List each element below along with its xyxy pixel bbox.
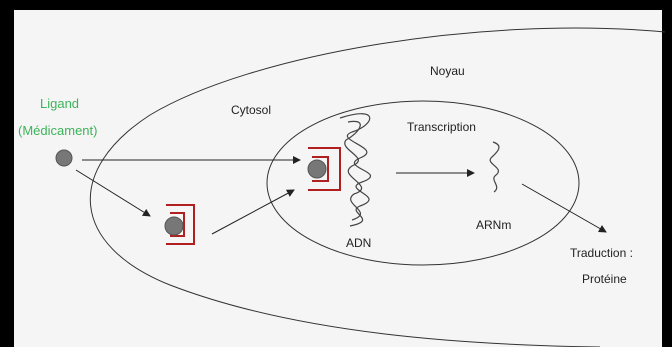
nucleus-receptor-complex — [307, 147, 341, 191]
ligand-ball — [55, 149, 73, 167]
cell-membrane — [89, 27, 666, 347]
arrow-translation — [521, 183, 607, 233]
proteine-label: Protéine — [582, 272, 627, 286]
arnm-label: ARNm — [476, 218, 512, 232]
noyau-label: Noyau — [430, 64, 465, 78]
transcription-label: Transcription — [407, 120, 476, 134]
adn-label: ADN — [346, 236, 372, 250]
nucleus — [266, 100, 580, 266]
arrow-cytosol-to-nucleus — [211, 189, 295, 235]
dna-squiggle — [339, 113, 371, 227]
medicament-label: (Médicament) — [18, 123, 98, 138]
ligand-label: Ligand — [40, 96, 80, 111]
cytosol-receptor-complex — [164, 204, 195, 245]
cytosol-label: Cytosol — [231, 103, 272, 117]
traduction-label: Traduction : — [570, 246, 633, 260]
arrow-ligand-to-cytosol-receptor — [75, 169, 151, 217]
mrna-squiggle — [489, 141, 500, 193]
diagram-panel — [14, 10, 662, 347]
